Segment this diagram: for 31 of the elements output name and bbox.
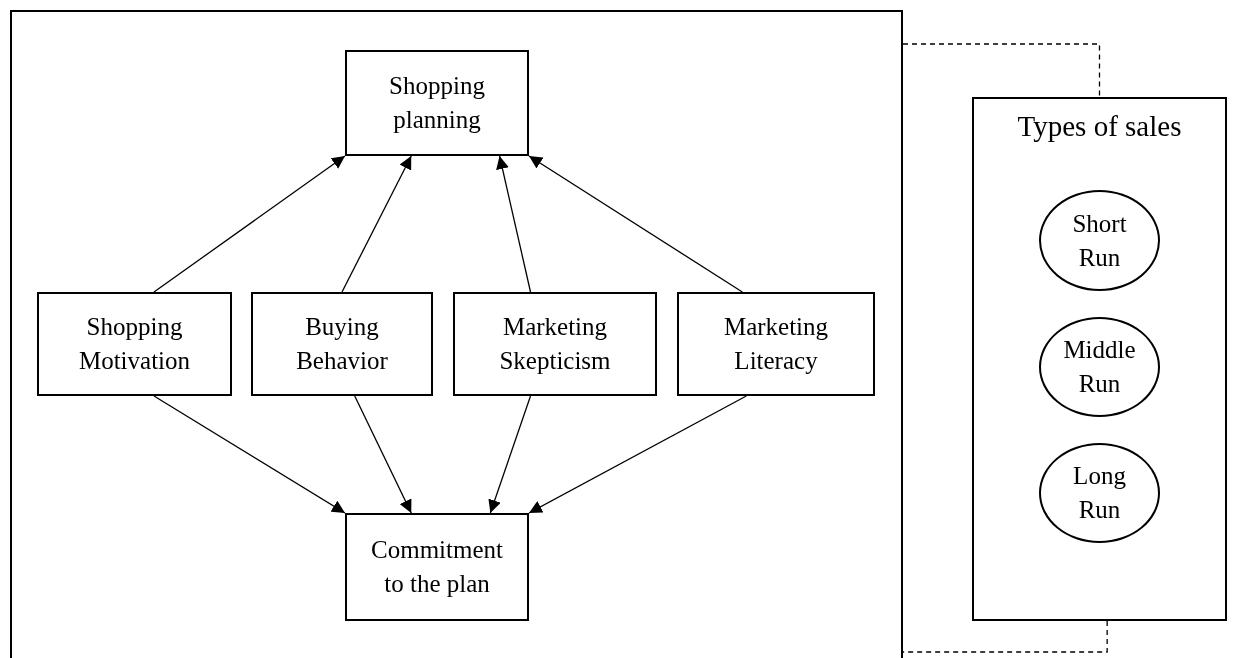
node-label: Marketing Skepticism [498,312,612,376]
node-label: Shopping Motivation [77,312,192,376]
node-label: Buying Behavior [295,312,389,376]
connector-line [902,43,1101,98]
arrow [354,395,412,514]
node-label: Short Run [1071,208,1128,273]
arrow [488,395,532,514]
node-label: Long Run [1072,461,1127,525]
node-label: Shopping planning [388,71,486,135]
arrow [528,395,747,514]
node-label: Commitment to the plan [370,535,504,599]
arrow [528,155,743,293]
arrow [496,155,532,293]
node-label: Marketing Literacy [722,312,830,376]
panel-box [972,97,1227,621]
arrow [153,155,346,293]
process-box [345,50,529,156]
arrow [341,155,412,293]
process-box [677,292,875,396]
ellipse-node [1039,317,1160,417]
ellipse-node [1039,443,1160,543]
process-box [453,292,657,396]
process-box [37,292,232,396]
frame-box [10,10,903,658]
panel-heading: Types of sales [1017,109,1182,144]
node-label: Middle Run [1062,335,1137,399]
process-box [345,513,529,621]
process-box [251,292,433,396]
arrow [153,395,346,514]
connector-line [902,620,1108,653]
ellipse-node [1039,190,1160,291]
